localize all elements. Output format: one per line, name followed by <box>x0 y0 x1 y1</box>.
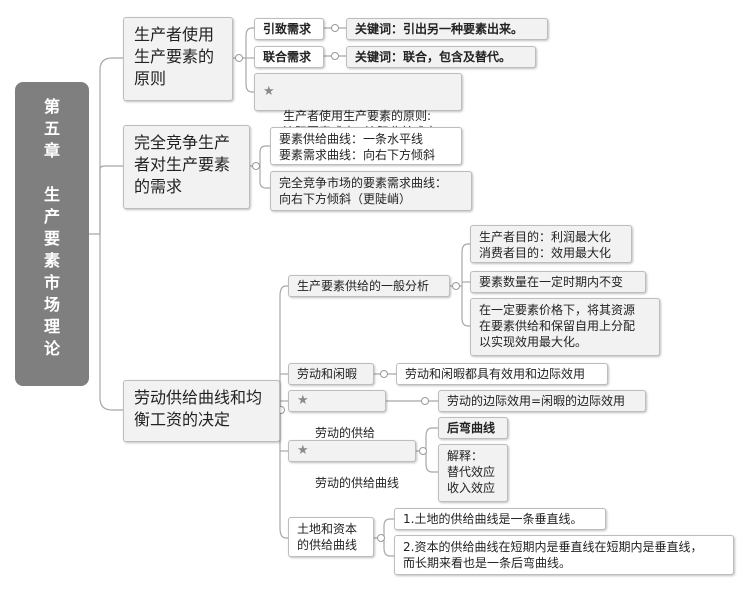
collapse-toggle[interactable] <box>235 54 243 62</box>
note-capital-supply[interactable]: 2.资本的供给曲线在短期内是垂直线在短期内是垂直线， 而长期来看也是一条后弯曲线… <box>394 535 734 575</box>
note-joint-demand[interactable]: 关键词：联合，包含及替代。 <box>346 46 536 68</box>
star-icon: ★ <box>263 84 275 99</box>
collapse-toggle[interactable] <box>452 282 460 290</box>
topic-producer-principle[interactable]: 生产者使用生产要素的原则 <box>123 17 233 101</box>
collapse-toggle[interactable] <box>331 24 339 32</box>
topic-labor-supply-wage[interactable]: 劳动供给曲线和均衡工资的决定 <box>123 380 280 442</box>
collapse-toggle[interactable] <box>380 370 388 378</box>
note-derived-demand[interactable]: 关键词：引出另一种要素出来。 <box>346 18 548 40</box>
node-land-capital-supply[interactable]: 土地和资本 的供给曲线 <box>288 517 374 557</box>
node-labor-leisure[interactable]: 劳动和闲暇 <box>288 363 374 385</box>
note-marginal-utility-equality[interactable]: 劳动的边际效用=闲暇的边际效用 <box>438 390 646 412</box>
root-title-chapter: 第五章 <box>43 97 60 160</box>
root-title-subject: 生产要素市场理论 <box>43 185 60 358</box>
collapse-toggle[interactable] <box>419 447 427 455</box>
note-labor-leisure-utility[interactable]: 劳动和闲暇都具有效用和边际效用 <box>396 363 608 385</box>
node-derived-demand[interactable]: 引致需求 <box>254 18 324 40</box>
root-topic[interactable]: 第五章 生产要素市场理论 <box>15 82 89 386</box>
node-general-supply-analysis[interactable]: 生产要素供给的一般分析 <box>288 275 450 297</box>
note-land-supply[interactable]: 1.土地的供给曲线是一条垂直线。 <box>394 508 606 530</box>
node-labor-supply-principle[interactable]: ★ 劳动的供给原则 <box>288 390 386 456</box>
node-usage-principle[interactable]: ★ 生产者使用生产要素的原则: 边际要素成本=边际收益成本 <box>254 73 462 139</box>
node-fixed-quantity[interactable]: 要素数量在一定时期内不变 <box>470 271 646 293</box>
node-labor-supply-curve[interactable]: ★ 劳动的供给曲线 <box>288 440 416 490</box>
collapse-toggle[interactable] <box>421 397 429 405</box>
note-explanation[interactable]: 解释： 替代效应 收入效应 <box>438 444 508 502</box>
node-objectives[interactable]: 生产者目的：利润最大化 消费者目的：效用最大化 <box>470 225 632 263</box>
node-joint-demand[interactable]: 联合需求 <box>254 46 324 68</box>
node-market-demand-curve[interactable]: 完全竞争市场的要素需求曲线： 向右下方倾斜（更陡峭） <box>270 171 472 211</box>
collapse-toggle[interactable] <box>252 162 260 170</box>
collapse-toggle[interactable] <box>331 52 339 60</box>
node-allocation-rule[interactable]: 在一定要素价格下，将其资源 在要素供给和保留自用上分配 以实现效用最大化。 <box>470 298 660 356</box>
note-backward-bending[interactable]: 后弯曲线 <box>438 417 508 439</box>
labor-supply-curve-text: 劳动的供给曲线 <box>315 476 400 490</box>
node-supply-demand-curves[interactable]: 要素供给曲线：一条水平线 要素需求曲线：向右下方倾斜 <box>270 127 462 165</box>
star-icon: ★ <box>297 443 309 458</box>
star-icon: ★ <box>297 393 309 408</box>
collapse-toggle[interactable] <box>377 534 385 542</box>
topic-competitive-demand[interactable]: 完全竞争生产者对生产要素的需求 <box>123 125 250 209</box>
